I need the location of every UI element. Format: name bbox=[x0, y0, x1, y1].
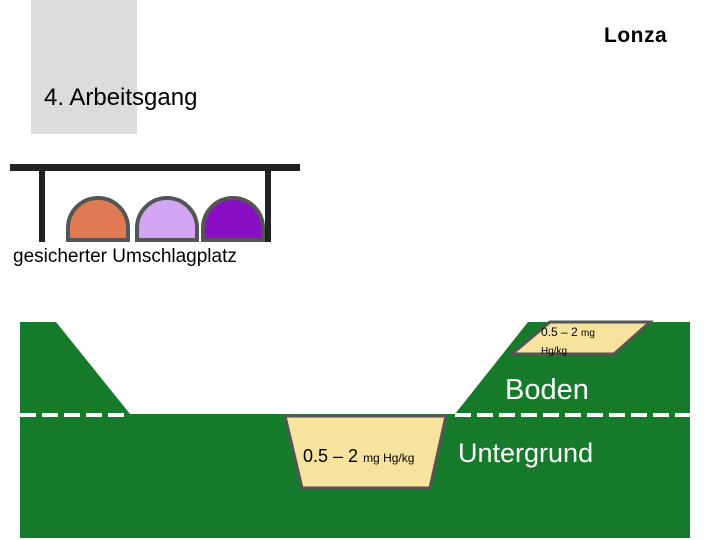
excavation-bin-label: 0.5 – 2 mg Hg/kg bbox=[303, 446, 414, 467]
container-purple bbox=[201, 196, 265, 242]
shelter-roof bbox=[10, 164, 300, 171]
container-orange bbox=[66, 196, 130, 242]
bin-small-unit-part1: mg bbox=[581, 328, 595, 339]
shelter-post-left bbox=[39, 171, 45, 242]
shelter-caption: gesicherter Umschlagplatz bbox=[13, 246, 237, 267]
surface-bin bbox=[507, 320, 654, 356]
shelter-post-right bbox=[265, 171, 271, 242]
bin-small-value: 0.5 – 2 bbox=[541, 325, 578, 339]
title-accent-block bbox=[31, 0, 137, 134]
container-lilac bbox=[135, 196, 199, 242]
bin-large-unit: mg Hg/kg bbox=[363, 451, 415, 465]
lonza-logo: Lonza bbox=[604, 24, 668, 47]
slide-title: 4. Arbeitsgang bbox=[44, 84, 198, 111]
bin-large-value: 0.5 – 2 bbox=[303, 446, 359, 466]
soil-label: Boden bbox=[505, 374, 589, 406]
shelter-frame bbox=[10, 164, 300, 242]
excavation-bin bbox=[283, 414, 448, 490]
subsoil-label: Untergrund bbox=[458, 438, 594, 468]
bin-small-unit-part2: Hg/kg bbox=[541, 346, 568, 357]
